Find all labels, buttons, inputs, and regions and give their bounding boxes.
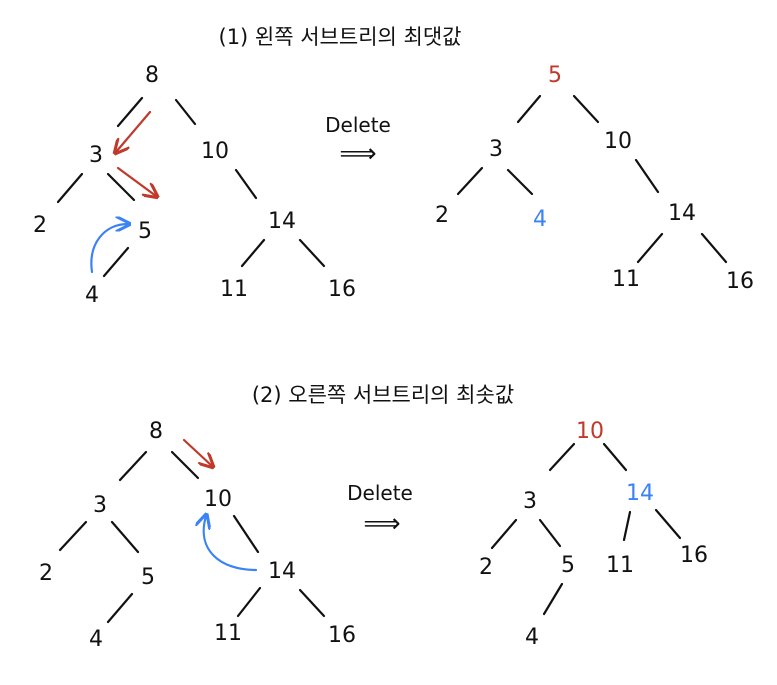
double-arrow-icon: ⟹ [363, 509, 400, 539]
node-4: 4 [533, 207, 547, 232]
edge [700, 232, 728, 264]
double-arrow-icon: ⟹ [339, 139, 376, 169]
node-11: 11 [214, 621, 242, 646]
node-3: 3 [523, 489, 537, 514]
edge [572, 94, 600, 124]
edge [602, 442, 628, 472]
node-10: 10 [576, 419, 604, 444]
edge [538, 518, 562, 548]
edge [170, 450, 200, 480]
section-1-title: (1) 왼쪽 서브트리의 최댓값 [219, 25, 462, 49]
node-3: 3 [89, 143, 103, 168]
node-3: 3 [489, 137, 503, 162]
section-1-before-tree: 8 3 10 2 5 4 14 11 16 [33, 63, 356, 308]
section-1-after-tree: 5 3 10 2 4 14 11 16 [435, 63, 754, 294]
edge [542, 582, 564, 616]
node-14: 14 [268, 209, 296, 234]
node-16: 16 [680, 543, 708, 568]
red-path-arrow [182, 438, 212, 466]
node-8: 8 [145, 63, 159, 88]
section-2-before-tree: 8 3 10 2 5 4 14 11 16 [39, 419, 356, 652]
node-11: 11 [220, 277, 248, 302]
edge [106, 172, 136, 202]
node-11: 11 [612, 267, 640, 292]
node-16: 16 [726, 269, 754, 294]
edge [174, 98, 197, 126]
node-2: 2 [435, 203, 449, 228]
section-2-title: (2) 오른쪽 서브트리의 최솟값 [252, 383, 514, 407]
edge [102, 246, 130, 278]
edge [118, 450, 148, 482]
edge [622, 510, 632, 542]
node-10: 10 [604, 129, 632, 154]
node-14: 14 [668, 201, 696, 226]
node-2: 2 [33, 213, 47, 238]
node-3: 3 [93, 493, 107, 518]
edge [240, 238, 266, 268]
node-8: 8 [149, 419, 163, 444]
node-5: 5 [548, 63, 562, 88]
node-5: 5 [141, 565, 155, 590]
section-2-after-tree: 10 3 14 2 5 4 11 16 [479, 419, 708, 650]
edge [116, 96, 144, 128]
delete-label: Delete [347, 481, 413, 505]
section-2: (2) 오른쪽 서브트리의 최솟값 8 3 10 2 5 4 14 11 16 [39, 383, 708, 652]
edge [654, 508, 682, 540]
edge [548, 442, 576, 472]
edge [298, 588, 326, 618]
red-path-arrow [116, 166, 156, 196]
edge [236, 586, 262, 618]
edge [56, 172, 84, 204]
delete-label: Delete [325, 113, 391, 137]
node-4: 4 [525, 625, 539, 650]
node-11: 11 [606, 553, 634, 578]
node-4: 4 [85, 283, 99, 308]
node-10: 10 [201, 139, 229, 164]
section-1: (1) 왼쪽 서브트리의 최댓값 8 3 10 2 5 4 14 11 16 [33, 25, 754, 308]
edge [456, 166, 484, 196]
node-5: 5 [561, 553, 575, 578]
blue-replace-arrow [204, 516, 258, 572]
edge [298, 238, 326, 268]
edge [58, 520, 88, 552]
edge [232, 514, 260, 554]
node-16: 16 [328, 623, 356, 648]
node-2: 2 [39, 561, 53, 586]
node-14: 14 [626, 481, 654, 506]
edge [636, 232, 664, 264]
edge [490, 518, 518, 550]
edge [110, 520, 140, 554]
edge [106, 592, 134, 624]
edge [634, 158, 660, 194]
edge [516, 94, 542, 124]
node-4: 4 [89, 627, 103, 652]
node-10: 10 [204, 487, 232, 512]
edge [506, 168, 534, 196]
node-5: 5 [138, 219, 152, 244]
node-14: 14 [268, 559, 296, 584]
node-16: 16 [328, 277, 356, 302]
node-2: 2 [479, 555, 493, 580]
edge [234, 168, 258, 200]
blue-replace-arrow [90, 224, 128, 274]
red-path-arrow [116, 110, 152, 152]
